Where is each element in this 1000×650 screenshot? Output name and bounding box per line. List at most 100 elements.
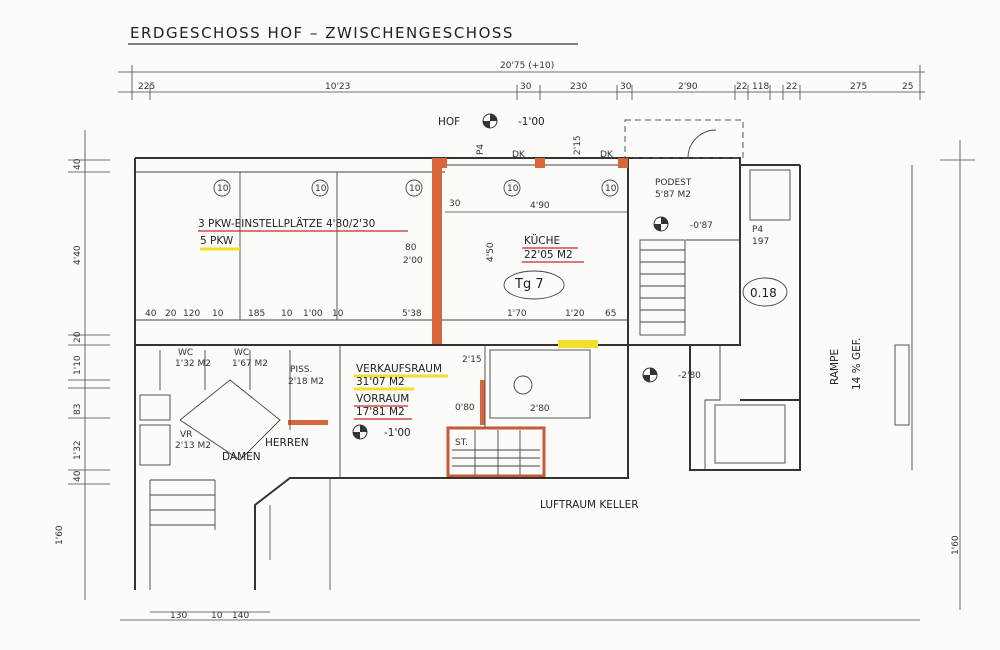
- ramp-label: RAMPE: [829, 349, 841, 385]
- inner-dim-16: 30: [449, 199, 461, 209]
- hof-label: HOF: [438, 116, 460, 128]
- left-dimension-chain: [68, 130, 110, 600]
- wc1-area: 1'32 M2: [175, 359, 211, 369]
- inner-dim-5: 185: [248, 309, 265, 319]
- sales-name: VERKAUFSRAUM: [356, 363, 442, 375]
- left-dim-4: 1'10: [73, 355, 83, 375]
- herren-label: HERREN: [265, 437, 309, 449]
- inner-dim-21: 2'15: [573, 135, 583, 155]
- yellow-marking: [558, 340, 598, 348]
- top-dim-6: 2'90: [678, 82, 698, 92]
- top-dim-9: 22: [786, 82, 797, 92]
- kitchen-area: 22'05 M2: [524, 249, 573, 261]
- top-dim-11: 25: [902, 82, 913, 92]
- left-dim-10: 1'60: [55, 525, 65, 545]
- inner-dim-1: 40: [145, 309, 157, 319]
- sales-area: 31'07 M2: [356, 376, 405, 388]
- inner-dim-3: 120: [183, 309, 200, 319]
- inner-stair: [452, 430, 540, 475]
- luftraum-label: LUFTRAUM KELLER: [540, 499, 639, 511]
- stair-label: ST.: [455, 438, 468, 448]
- inner-dim-17: 0'80: [455, 403, 475, 413]
- top-dim-4: 230: [570, 82, 587, 92]
- kitchen-dim: 4'90: [530, 201, 550, 211]
- plan-title: ERDGESCHOSS HOF – ZWISCHENGESCHOSS: [130, 24, 514, 42]
- inner-dim-18: 2'80: [530, 404, 550, 414]
- top-dim-7: 22: [736, 82, 747, 92]
- inner-dim-13: 80: [405, 243, 417, 253]
- top-dim-3: 30: [520, 82, 532, 92]
- inner-dim-23: 197: [752, 237, 769, 247]
- vorraum-name: VORRAUM: [356, 393, 409, 405]
- bottom-dim-2: 10: [211, 611, 223, 621]
- inner-dim-12: 65: [605, 309, 616, 319]
- podest-level-value: -0'87: [690, 221, 713, 231]
- inner-dim-2: 20: [165, 309, 177, 319]
- handnote-tg7: Tg 7: [514, 277, 544, 292]
- red-wall-stub-1: [535, 158, 545, 168]
- inner-dim-11: 1'20: [565, 309, 585, 319]
- damen-label: DAMEN: [222, 451, 261, 463]
- red-wall-stub-2: [618, 158, 628, 168]
- podest-name: PODEST: [655, 178, 692, 188]
- top-dim-5: 30: [620, 82, 632, 92]
- inner-dim-6: 10: [281, 309, 293, 319]
- parking-columns: [239, 172, 338, 320]
- pillar-label-2: 10: [315, 184, 327, 194]
- left-dim-1: 40: [73, 158, 83, 170]
- top-dim-8: 118: [752, 82, 769, 92]
- red-wall-wc: [288, 420, 328, 425]
- vr-area: 2'13 M2: [175, 441, 211, 451]
- pillar-label-3: 10: [409, 184, 421, 194]
- right-dim: 1'60: [951, 535, 961, 555]
- red-wall-corner: [432, 158, 447, 168]
- pillar-label-5: 10: [605, 184, 617, 194]
- pillars: [213, 179, 619, 395]
- handnote-018: 0.18: [750, 286, 777, 300]
- parking-note: 5 PKW: [200, 235, 234, 247]
- ramp-fixture: [894, 344, 910, 426]
- dk-label-1: DK: [512, 150, 526, 160]
- red-wall-sales: [480, 380, 485, 425]
- left-dim-8: 1'32: [73, 440, 83, 460]
- left-dim-9: 40: [73, 470, 83, 482]
- inner-dim-14: 2'00: [403, 256, 423, 266]
- left-dim-3: 20: [73, 331, 83, 343]
- top-dim-2: 10'23: [325, 82, 350, 92]
- kitchen-name: KÜCHE: [524, 234, 560, 247]
- pillar-label-4: 10: [507, 184, 519, 194]
- wc2-area: 1'67 M2: [232, 359, 268, 369]
- inner-dim-9: 5'38: [402, 309, 422, 319]
- vorraum-area: 17'81 M2: [356, 406, 405, 418]
- bottom-dim-1: 130: [170, 611, 187, 621]
- inner-dim-7: 1'00: [303, 309, 323, 319]
- top-dim-10: 275: [850, 82, 867, 92]
- left-dim-2: 4'40: [73, 245, 83, 265]
- stair-block: [624, 119, 801, 471]
- vr-name: VR: [180, 430, 192, 440]
- inner-dim-22: P4: [476, 144, 486, 155]
- rampe-level-value: -2'80: [678, 371, 701, 381]
- left-dim-7: 83: [73, 404, 83, 415]
- pissoir-name: PISS.: [290, 365, 312, 375]
- ramp-grade: 14 % GEF.: [851, 338, 863, 390]
- podest-area: 5'87 M2: [655, 190, 691, 200]
- inner-dim-4: 10: [212, 309, 224, 319]
- inner-dim-22b: P4: [752, 225, 763, 235]
- top-dim-1: 225: [138, 82, 155, 92]
- hof-level-value: -1'00: [518, 116, 545, 128]
- pillar-label-1: 10: [217, 184, 229, 194]
- inner-dim-21b: 2'15: [462, 355, 482, 365]
- red-wall-vertical: [432, 158, 442, 344]
- overall-dimension: 20'75 (+10): [500, 61, 554, 71]
- bottom-dim-3: 140: [232, 611, 249, 621]
- pissoir-area: 2'18 M2: [288, 377, 324, 387]
- top-dimension-chain: [118, 65, 925, 100]
- red-stair-enclosure: [446, 426, 546, 478]
- inner-dim-15: 4'50: [486, 242, 496, 262]
- parking-label: 3 PKW-EINSTELLPLÄTZE 4'80/2'30: [198, 217, 375, 230]
- inner-dim-10: 1'70: [507, 309, 527, 319]
- dk-label-2: DK: [600, 150, 614, 160]
- wc1-name: WC: [178, 348, 193, 358]
